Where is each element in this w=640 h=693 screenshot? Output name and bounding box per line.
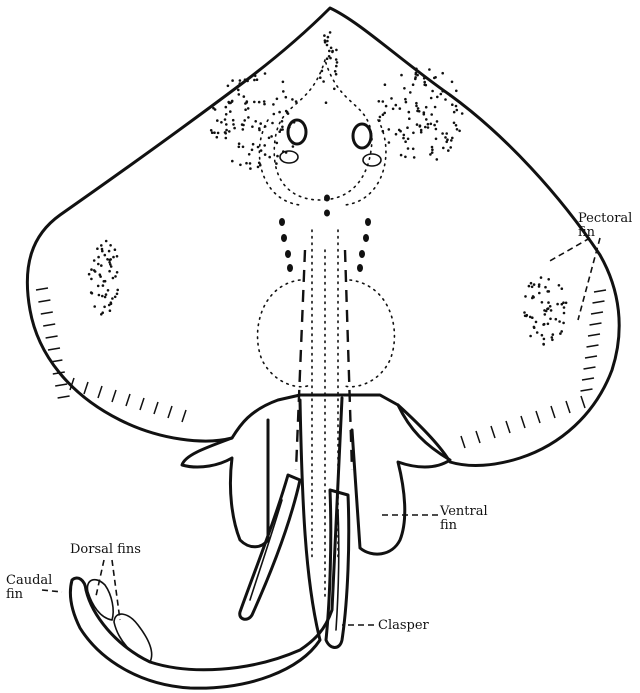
left-gill-slits: [279, 218, 293, 272]
clasper-label: Clasper: [378, 619, 429, 633]
ventral-fin-label: Ventral fin: [440, 505, 488, 533]
pectoral-fin-label: Pectoral fin: [578, 212, 632, 240]
dorsal-fins-label: Dorsal fins: [70, 543, 141, 557]
fin-ray-ticks: [36, 288, 606, 448]
dorsal-fin-2: [114, 614, 152, 662]
right-ventral-fin: [352, 405, 450, 554]
right-spiracle: [363, 154, 381, 166]
mouth-dots: [324, 195, 330, 217]
dorsal-fin-1: [87, 580, 113, 620]
body-dashed-right: [345, 250, 352, 470]
left-eye: [288, 120, 306, 144]
caudal-fin-label: Caudal fin: [6, 574, 52, 602]
pectoral-fin-leader-1: [548, 238, 590, 262]
skin-stipple: [88, 31, 568, 346]
left-ventral-fin: [182, 420, 268, 547]
body-disc-outline: [27, 8, 619, 465]
dorsal-fins-leader-1: [96, 560, 104, 596]
left-spiracle: [280, 151, 298, 163]
pectoral-fin-leader-2: [578, 238, 600, 320]
right-eye: [353, 124, 371, 148]
right-gill-slits: [357, 218, 371, 272]
